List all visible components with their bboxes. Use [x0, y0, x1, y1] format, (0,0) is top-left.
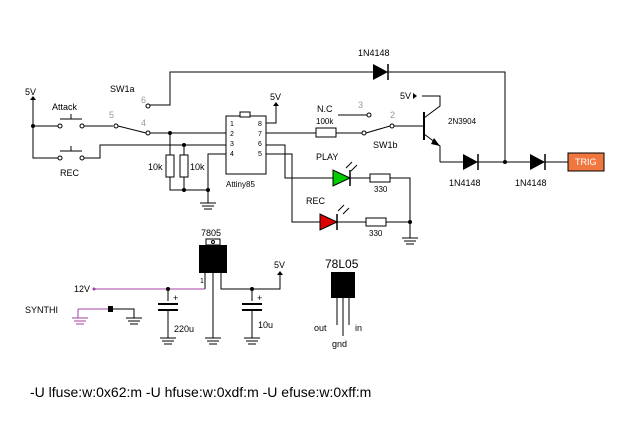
chip-pin-4: 4 — [230, 151, 234, 158]
sw1a-pin5: 5 — [109, 110, 114, 120]
cap-plus-a: + — [173, 293, 178, 303]
reg-7805-label: 7805 — [201, 228, 221, 238]
rec-led-label: REC — [306, 196, 326, 206]
rec-button — [57, 146, 85, 161]
sw1b-pin2: 2 — [390, 110, 395, 120]
resistor-10k-b — [179, 154, 189, 178]
resistor-10k-a — [165, 154, 175, 178]
res-10k-a-label: 10k — [148, 162, 163, 172]
chip-pin-3: 3 — [230, 141, 234, 148]
synthi-label: SYNTHI — [25, 305, 58, 315]
sw1a-pin6: 6 — [141, 95, 146, 105]
pin-gnd-label: gnd — [332, 339, 347, 349]
attack-label: Attack — [52, 102, 78, 112]
pin-in-label: in — [355, 323, 362, 333]
trig-label: TRIG — [575, 157, 597, 167]
sw1a-label: SW1a — [110, 84, 135, 94]
diode-top — [373, 64, 388, 80]
rec-button-label: REC — [60, 168, 80, 178]
diode-mid1-label: 1N4148 — [449, 178, 481, 188]
supply-5v-trans: 5V — [400, 91, 411, 101]
button-section: 5V Attack REC — [25, 87, 153, 178]
switch-sw1a: SW1a 6 5 4 — [109, 84, 226, 136]
power-supply: 7805 1 5V 12V + 220u + 10u — [25, 228, 285, 345]
capacitor-10u: + 10u — [242, 293, 273, 338]
regulator-7805 — [199, 245, 227, 273]
sw1a-pin4: 4 — [141, 118, 146, 128]
diode-mid1 — [463, 154, 478, 170]
nc-label: N.C — [317, 104, 333, 114]
play-label: PLAY — [316, 152, 338, 162]
chip-pin-6: 6 — [258, 141, 262, 148]
cap-220u-label: 220u — [174, 324, 194, 334]
chip-pin-1: 1 — [230, 121, 234, 128]
res-330-a-label: 330 — [374, 185, 388, 194]
capacitor-220u: + 220u — [158, 293, 194, 338]
sw1b-pin3: 3 — [358, 100, 363, 110]
cap-10u-label: 10u — [258, 320, 273, 330]
transistor-2n3904: 5V 2N3904 — [400, 91, 477, 162]
resistor-330-b — [365, 217, 387, 227]
reg-78l05-label: 78L05 — [325, 257, 359, 271]
chip-name: Attiny85 — [226, 180, 255, 189]
res-330-b-label: 330 — [369, 229, 383, 238]
fuse-command-line: -U lfuse:w:0x62:m -U hfuse:w:0xdf:m -U e… — [30, 384, 372, 400]
resistor-330-a — [369, 173, 391, 183]
res-100k-label: 100k — [316, 117, 334, 126]
pin-out-label: out — [314, 323, 327, 333]
regulator-78l05-pinout: 78L05 out gnd in — [314, 257, 362, 349]
diode-mid2 — [530, 154, 545, 170]
diode-mid2-label: 1N4148 — [515, 178, 547, 188]
resistor-100k — [315, 127, 337, 138]
ground-symbol-chip — [200, 202, 216, 210]
supply-12v: 12V — [74, 284, 90, 294]
attiny85-chip: 1 2 3 4 8 7 6 5 Attiny85 5V — [207, 92, 281, 189]
trigger-path: 100k N.C 3 2 SW1b 5V 2N3904 1N4148 1N414… — [266, 91, 605, 188]
trig-output — [567, 152, 605, 172]
led-rec — [319, 213, 339, 231]
supply-5v-chip: 5V — [270, 92, 281, 102]
res-10k-b-label: 10k — [190, 162, 205, 172]
cap-plus-b: + — [257, 293, 262, 303]
attack-button — [57, 114, 85, 129]
ground-symbol-led — [402, 237, 418, 245]
chip-pin-2: 2 — [230, 131, 234, 138]
led-play — [332, 169, 352, 187]
led-section: PLAY 330 REC 330 — [266, 144, 418, 245]
supply-5v-left: 5V — [25, 87, 36, 97]
diode-top-label: 1N4148 — [358, 48, 390, 58]
chip-pin-5: 5 — [258, 151, 262, 158]
transistor-label: 2N3904 — [448, 117, 477, 126]
supply-5v-reg: 5V — [274, 260, 285, 270]
ground-symbols-power — [160, 337, 260, 345]
reg-pin1: 1 — [200, 278, 204, 285]
sw1b-label: SW1b — [373, 140, 398, 150]
pulldown-resistors: 10k 10k — [148, 131, 226, 210]
top-diode-path: 1N4148 — [150, 48, 506, 162]
chip-pin-8: 8 — [258, 121, 262, 128]
chip-pin-7: 7 — [258, 131, 262, 138]
